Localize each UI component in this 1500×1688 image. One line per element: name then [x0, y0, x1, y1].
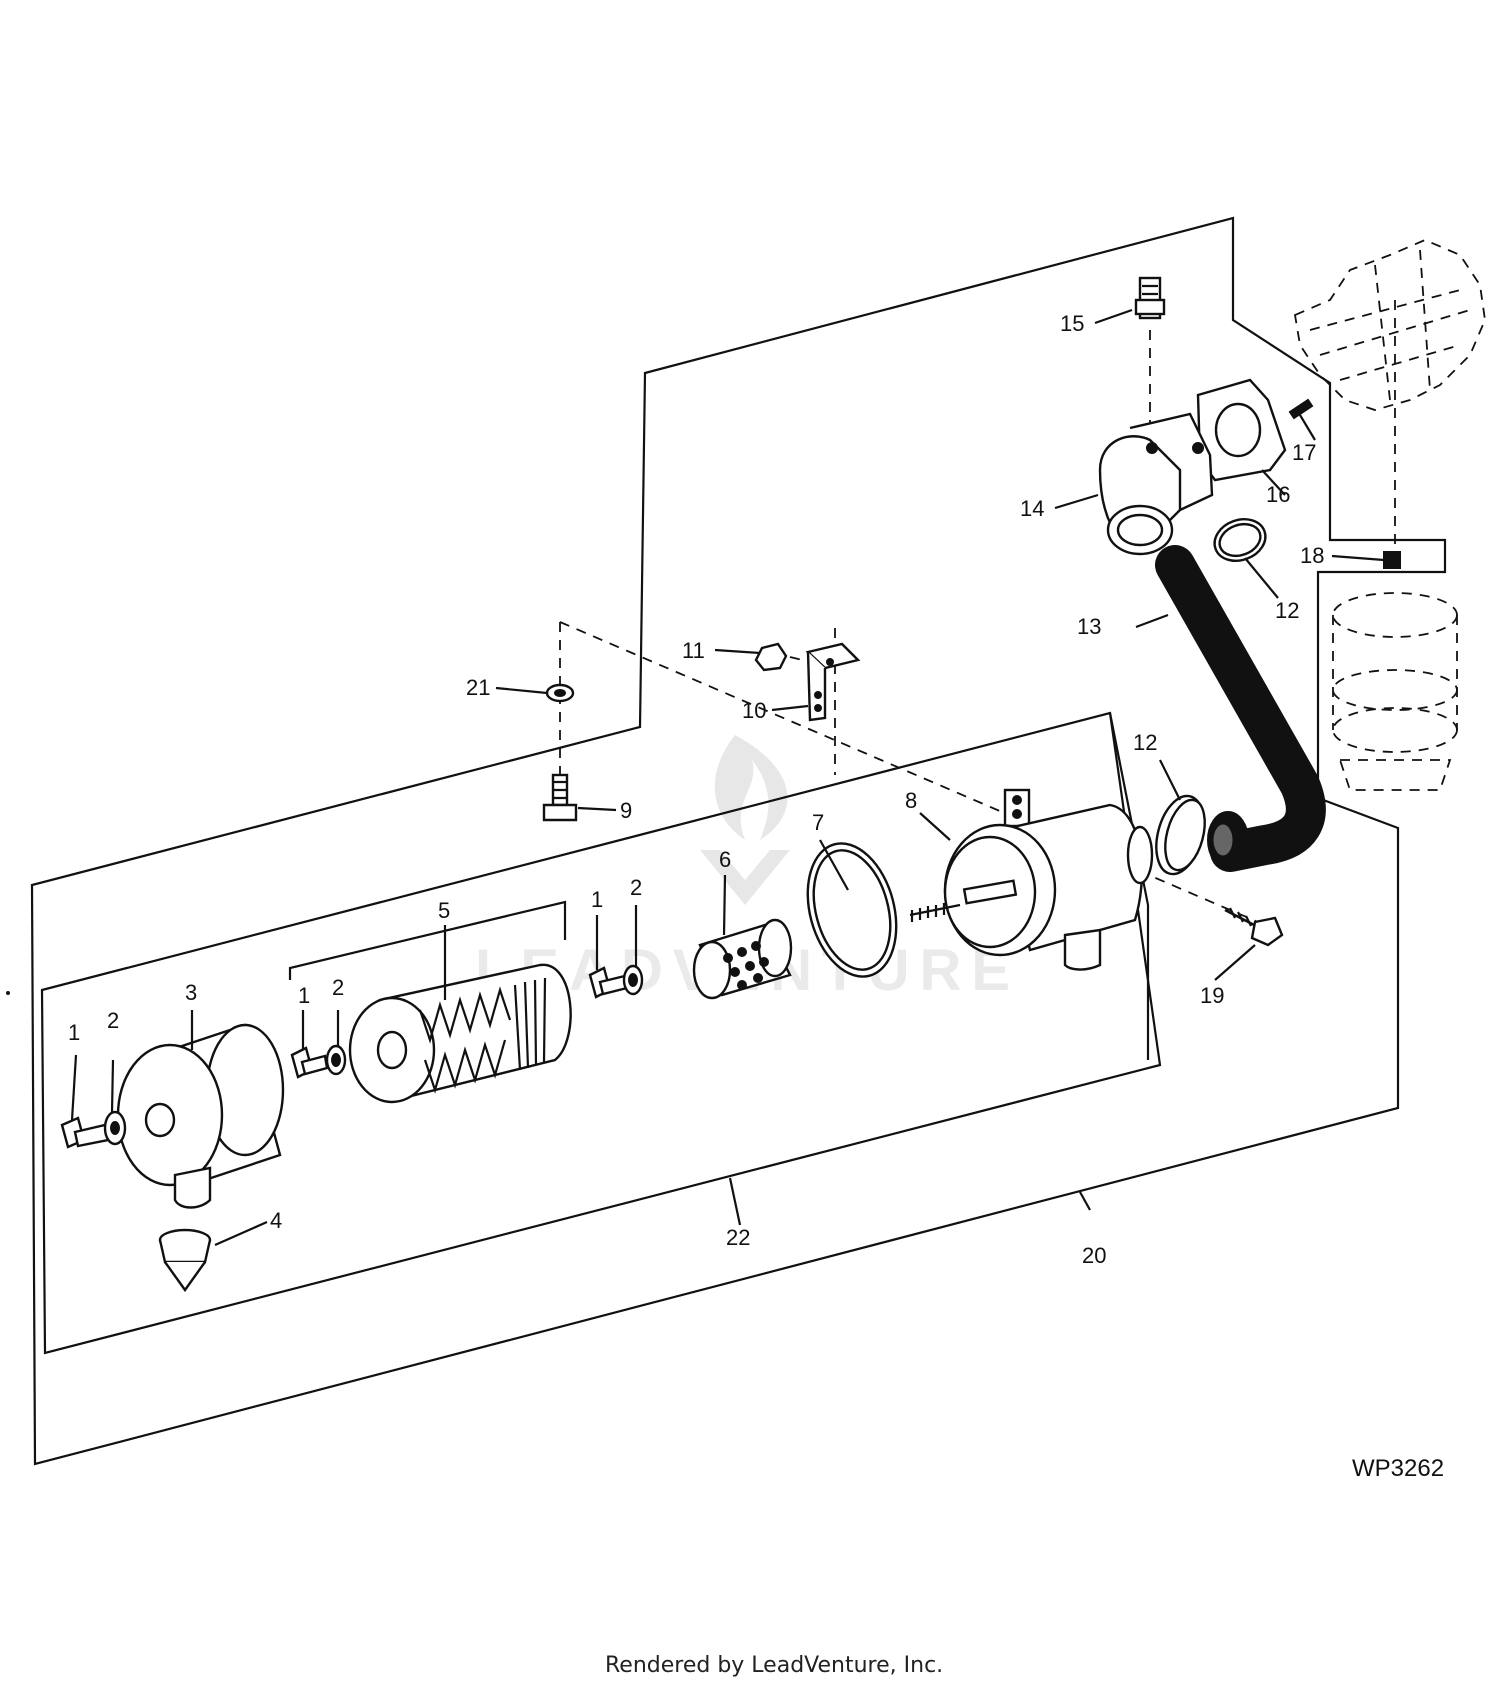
assembly-outline-20: [30, 216, 1447, 1466]
figure-id: WP3262: [1352, 1455, 1444, 1482]
washer-2b: [325, 1044, 347, 1076]
washer-21: [545, 683, 575, 703]
callout-18: 18: [1300, 543, 1324, 568]
element-bracket: [288, 900, 567, 980]
fitting-15: [1134, 276, 1166, 320]
footer-credit: Rendered by LeadVenture, Inc.: [605, 1653, 943, 1678]
stud-8: [909, 903, 961, 922]
callout-12: 12: [1133, 730, 1157, 755]
screw-17: [1288, 398, 1314, 420]
callout-11: 11: [682, 638, 705, 663]
callout-16: 16: [1266, 482, 1290, 507]
callout-21: 21: [466, 675, 490, 700]
callout-20: 20: [1082, 1243, 1106, 1268]
clamp-12-top: [1213, 518, 1267, 562]
assembly-outline-22: [40, 711, 1162, 1355]
cover-3: [116, 1023, 285, 1209]
dashed-line-main: [559, 621, 1266, 926]
callout-4: 4: [270, 1208, 282, 1233]
nut-11: [754, 642, 788, 672]
callout-19: 19: [1200, 983, 1224, 1008]
wing-nut-1b: [290, 1046, 329, 1079]
inner-filter-6: [692, 918, 793, 1000]
fuel-bowl-outline: [1332, 592, 1458, 791]
callout-1: 1: [68, 1020, 80, 1045]
stray-dot: [6, 991, 10, 995]
carburetor-outline: [1293, 239, 1486, 411]
callout-5: 5: [438, 898, 450, 923]
washer-2c: [622, 964, 644, 996]
air-cleaner-body-8: [909, 788, 1154, 971]
leader-lines: [70, 308, 1385, 1247]
bolt-9: [542, 773, 578, 822]
callout-2: 2: [107, 1008, 119, 1033]
plug-18: [1383, 551, 1401, 569]
callout-7: 7: [812, 810, 824, 835]
bracket-10: [805, 642, 861, 722]
wing-nut-1a: [60, 1116, 110, 1149]
callout-17: 17: [1292, 440, 1316, 465]
outline-22-inner-edge: [1108, 712, 1150, 1060]
callout-1: 1: [298, 983, 310, 1008]
callout-1: 1: [591, 887, 603, 912]
primary-filter-5: [348, 963, 572, 1104]
callout-12: 12: [1275, 598, 1299, 623]
callout-3: 3: [185, 980, 197, 1005]
callout-14: 14: [1020, 496, 1044, 521]
callout-15: 15: [1060, 311, 1084, 336]
washer-2a: [103, 1110, 127, 1146]
callout-10: 10: [742, 698, 766, 723]
hose-13: [1155, 545, 1326, 872]
elbow-14: [1098, 412, 1214, 556]
callout-13: 13: [1077, 614, 1101, 639]
callout-2: 2: [630, 875, 642, 900]
o-ring-7: [806, 842, 898, 978]
bolt-19: [1224, 907, 1284, 947]
callout-2: 2: [332, 975, 344, 1000]
unloader-valve-4: [158, 1228, 212, 1293]
callout-8: 8: [905, 788, 917, 813]
callout-9: 9: [620, 798, 632, 823]
leadventure-flame-logo-icon: [700, 735, 790, 905]
callout-22: 22: [726, 1225, 750, 1250]
clamp-12-lower: [1155, 794, 1206, 876]
callout-6: 6: [719, 847, 731, 872]
